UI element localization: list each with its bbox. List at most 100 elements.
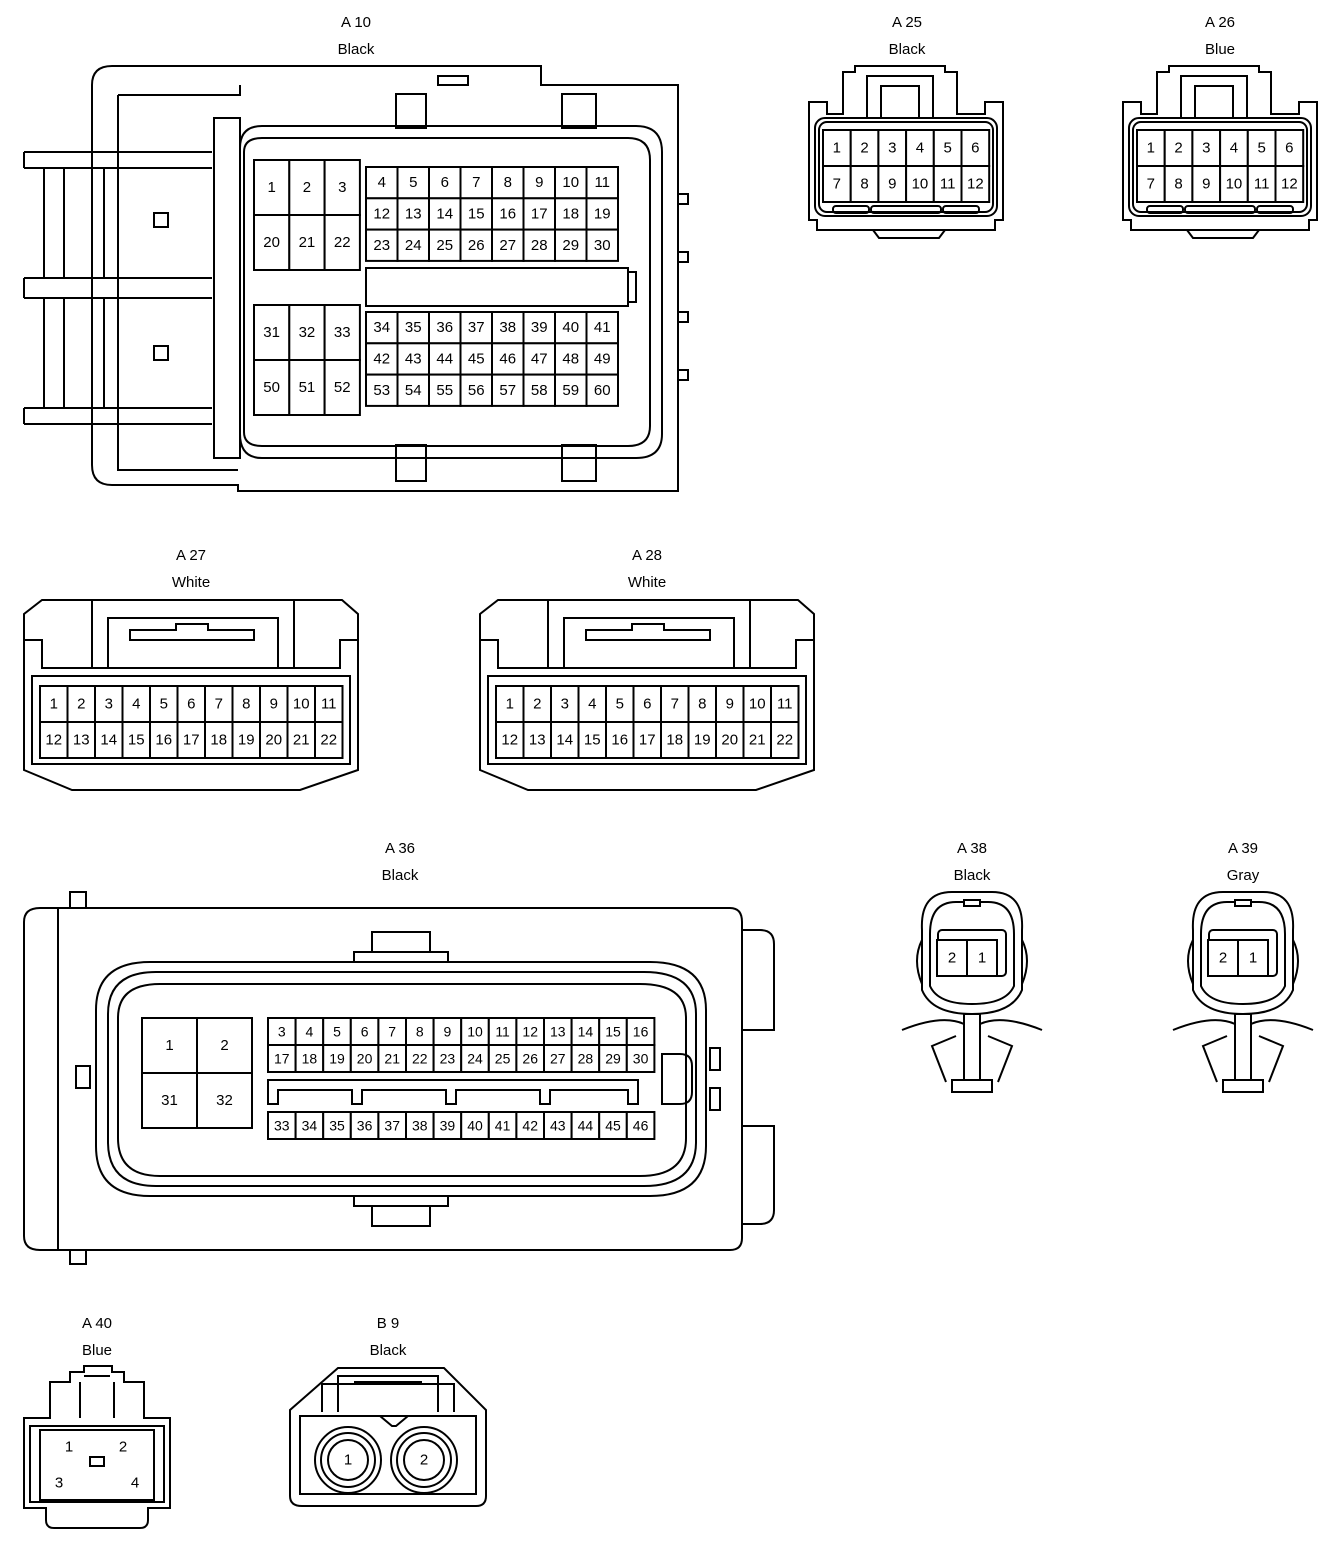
a10-pin-52-cell (323, 359, 361, 416)
a36-pin-44-cell (570, 1111, 601, 1140)
b9-pin-2: 2 (420, 1452, 428, 1469)
a10-pin-27: 27 (499, 237, 516, 254)
a10-pin-23: 23 (373, 237, 390, 254)
a10-pin-11: 11 (594, 174, 610, 191)
a10-pin-15-cell (459, 197, 493, 231)
a10-pin-32-cell (288, 304, 326, 361)
a36-pin-34: 34 (302, 1118, 318, 1134)
a36-pin-31: 31 (161, 1092, 178, 1109)
a10-pin-52: 52 (334, 379, 351, 396)
a25-pin-2: 2 (860, 140, 868, 157)
a26-pin-6: 6 (1285, 140, 1293, 157)
a10-pin-30-cell (585, 228, 619, 262)
a25-pin-8: 8 (860, 176, 868, 193)
a36-pin-1-cell (141, 1017, 198, 1074)
a36-pin-5: 5 (333, 1024, 341, 1040)
a27-pin-17: 17 (183, 732, 200, 749)
a10-pin-34: 34 (373, 319, 390, 336)
a26-pin-4: 4 (1230, 140, 1238, 157)
a36-pin-22-cell (405, 1044, 435, 1073)
a10-pin-33: 33 (334, 324, 351, 341)
a26-pin-2: 2 (1174, 140, 1182, 157)
a36-pin-7: 7 (388, 1024, 396, 1040)
a36-pin-32-cell (196, 1072, 253, 1129)
a27-pin-18-cell (204, 721, 234, 759)
a10-pin-32: 32 (299, 324, 316, 341)
a36-pin-42: 42 (522, 1118, 538, 1134)
a26-pin-12-cell (1274, 165, 1305, 203)
a10-pin-13: 13 (405, 205, 422, 222)
a26-pin-11-cell (1246, 165, 1277, 203)
a10-pin-57-cell (491, 373, 525, 407)
a25-pin-12-cell (960, 165, 991, 203)
a36-pin-27: 27 (550, 1051, 566, 1067)
a25-pin-7: 7 (833, 176, 841, 193)
a36-pin-38: 38 (412, 1118, 428, 1134)
a10-pin-57: 57 (499, 382, 516, 399)
a10-pin-36: 36 (436, 319, 453, 336)
connector-a26-body (1122, 65, 1318, 239)
a27-pin-7: 7 (215, 696, 223, 713)
a36-pin-45-cell (598, 1111, 628, 1140)
a28-pin-6-cell (632, 685, 662, 723)
a36-pin-11: 11 (495, 1024, 510, 1040)
a36-pin-16: 16 (633, 1024, 649, 1040)
a36-pin-44: 44 (578, 1118, 594, 1134)
a10-pin-4: 4 (378, 174, 386, 191)
a27-pin-11-cell (314, 685, 344, 723)
a10-pin-29: 29 (562, 237, 579, 254)
a36-pin-17-cell (267, 1044, 297, 1073)
a27-pin-14-cell (94, 721, 124, 759)
a26-pin-5: 5 (1257, 140, 1265, 157)
a10-pin-28-cell (522, 228, 556, 262)
a10-pin-50-cell (253, 359, 291, 416)
a28-pin-18: 18 (666, 732, 683, 749)
a27-pin-3: 3 (105, 696, 113, 713)
a26-pin-12: 12 (1281, 176, 1298, 193)
a36-pin-3: 3 (278, 1024, 286, 1040)
a10-pin-23-cell (365, 228, 399, 262)
a10-pin-42: 42 (373, 350, 390, 367)
a27-pin-22-cell (314, 721, 344, 759)
a27-pin-15: 15 (128, 732, 145, 749)
a27-pin-1: 1 (50, 696, 58, 713)
a10-pin-38-cell (491, 311, 525, 345)
a10-pin-12: 12 (373, 205, 390, 222)
a10-pin-16-cell (491, 197, 525, 231)
a10-pin-44-cell (428, 342, 462, 376)
a10-pin-17: 17 (531, 205, 548, 222)
a10-pin-37: 37 (468, 319, 485, 336)
a27-pin-19: 19 (238, 732, 255, 749)
a10-pin-6: 6 (441, 174, 449, 191)
a10-pin-24-cell (396, 228, 430, 262)
a28-pin-2: 2 (533, 696, 541, 713)
a27-pin-21: 21 (293, 732, 310, 749)
a10-pin-7-cell (459, 166, 493, 200)
a28-pin-7: 7 (671, 696, 679, 713)
a10-pin-1: 1 (267, 179, 275, 196)
a28-pin-21-cell (742, 721, 772, 759)
connector-a40-body (23, 1365, 171, 1529)
a26-pin-1-cell (1136, 129, 1166, 167)
a36-pin-21: 21 (384, 1051, 400, 1067)
a10-pin-35: 35 (405, 319, 422, 336)
a28-pin-22: 22 (776, 732, 793, 749)
a10-pin-21-cell (288, 214, 326, 271)
a10-pin-25: 25 (436, 237, 453, 254)
a10-pin-58: 58 (531, 382, 548, 399)
a27-pin-15-cell (121, 721, 151, 759)
a36-pin-4: 4 (306, 1024, 314, 1040)
a10-pin-51: 51 (299, 379, 316, 396)
a25-pin-9-cell (877, 165, 908, 203)
a10-pin-18: 18 (562, 205, 579, 222)
a10-pin-3-cell (323, 159, 361, 216)
a10-pin-50: 50 (263, 379, 280, 396)
